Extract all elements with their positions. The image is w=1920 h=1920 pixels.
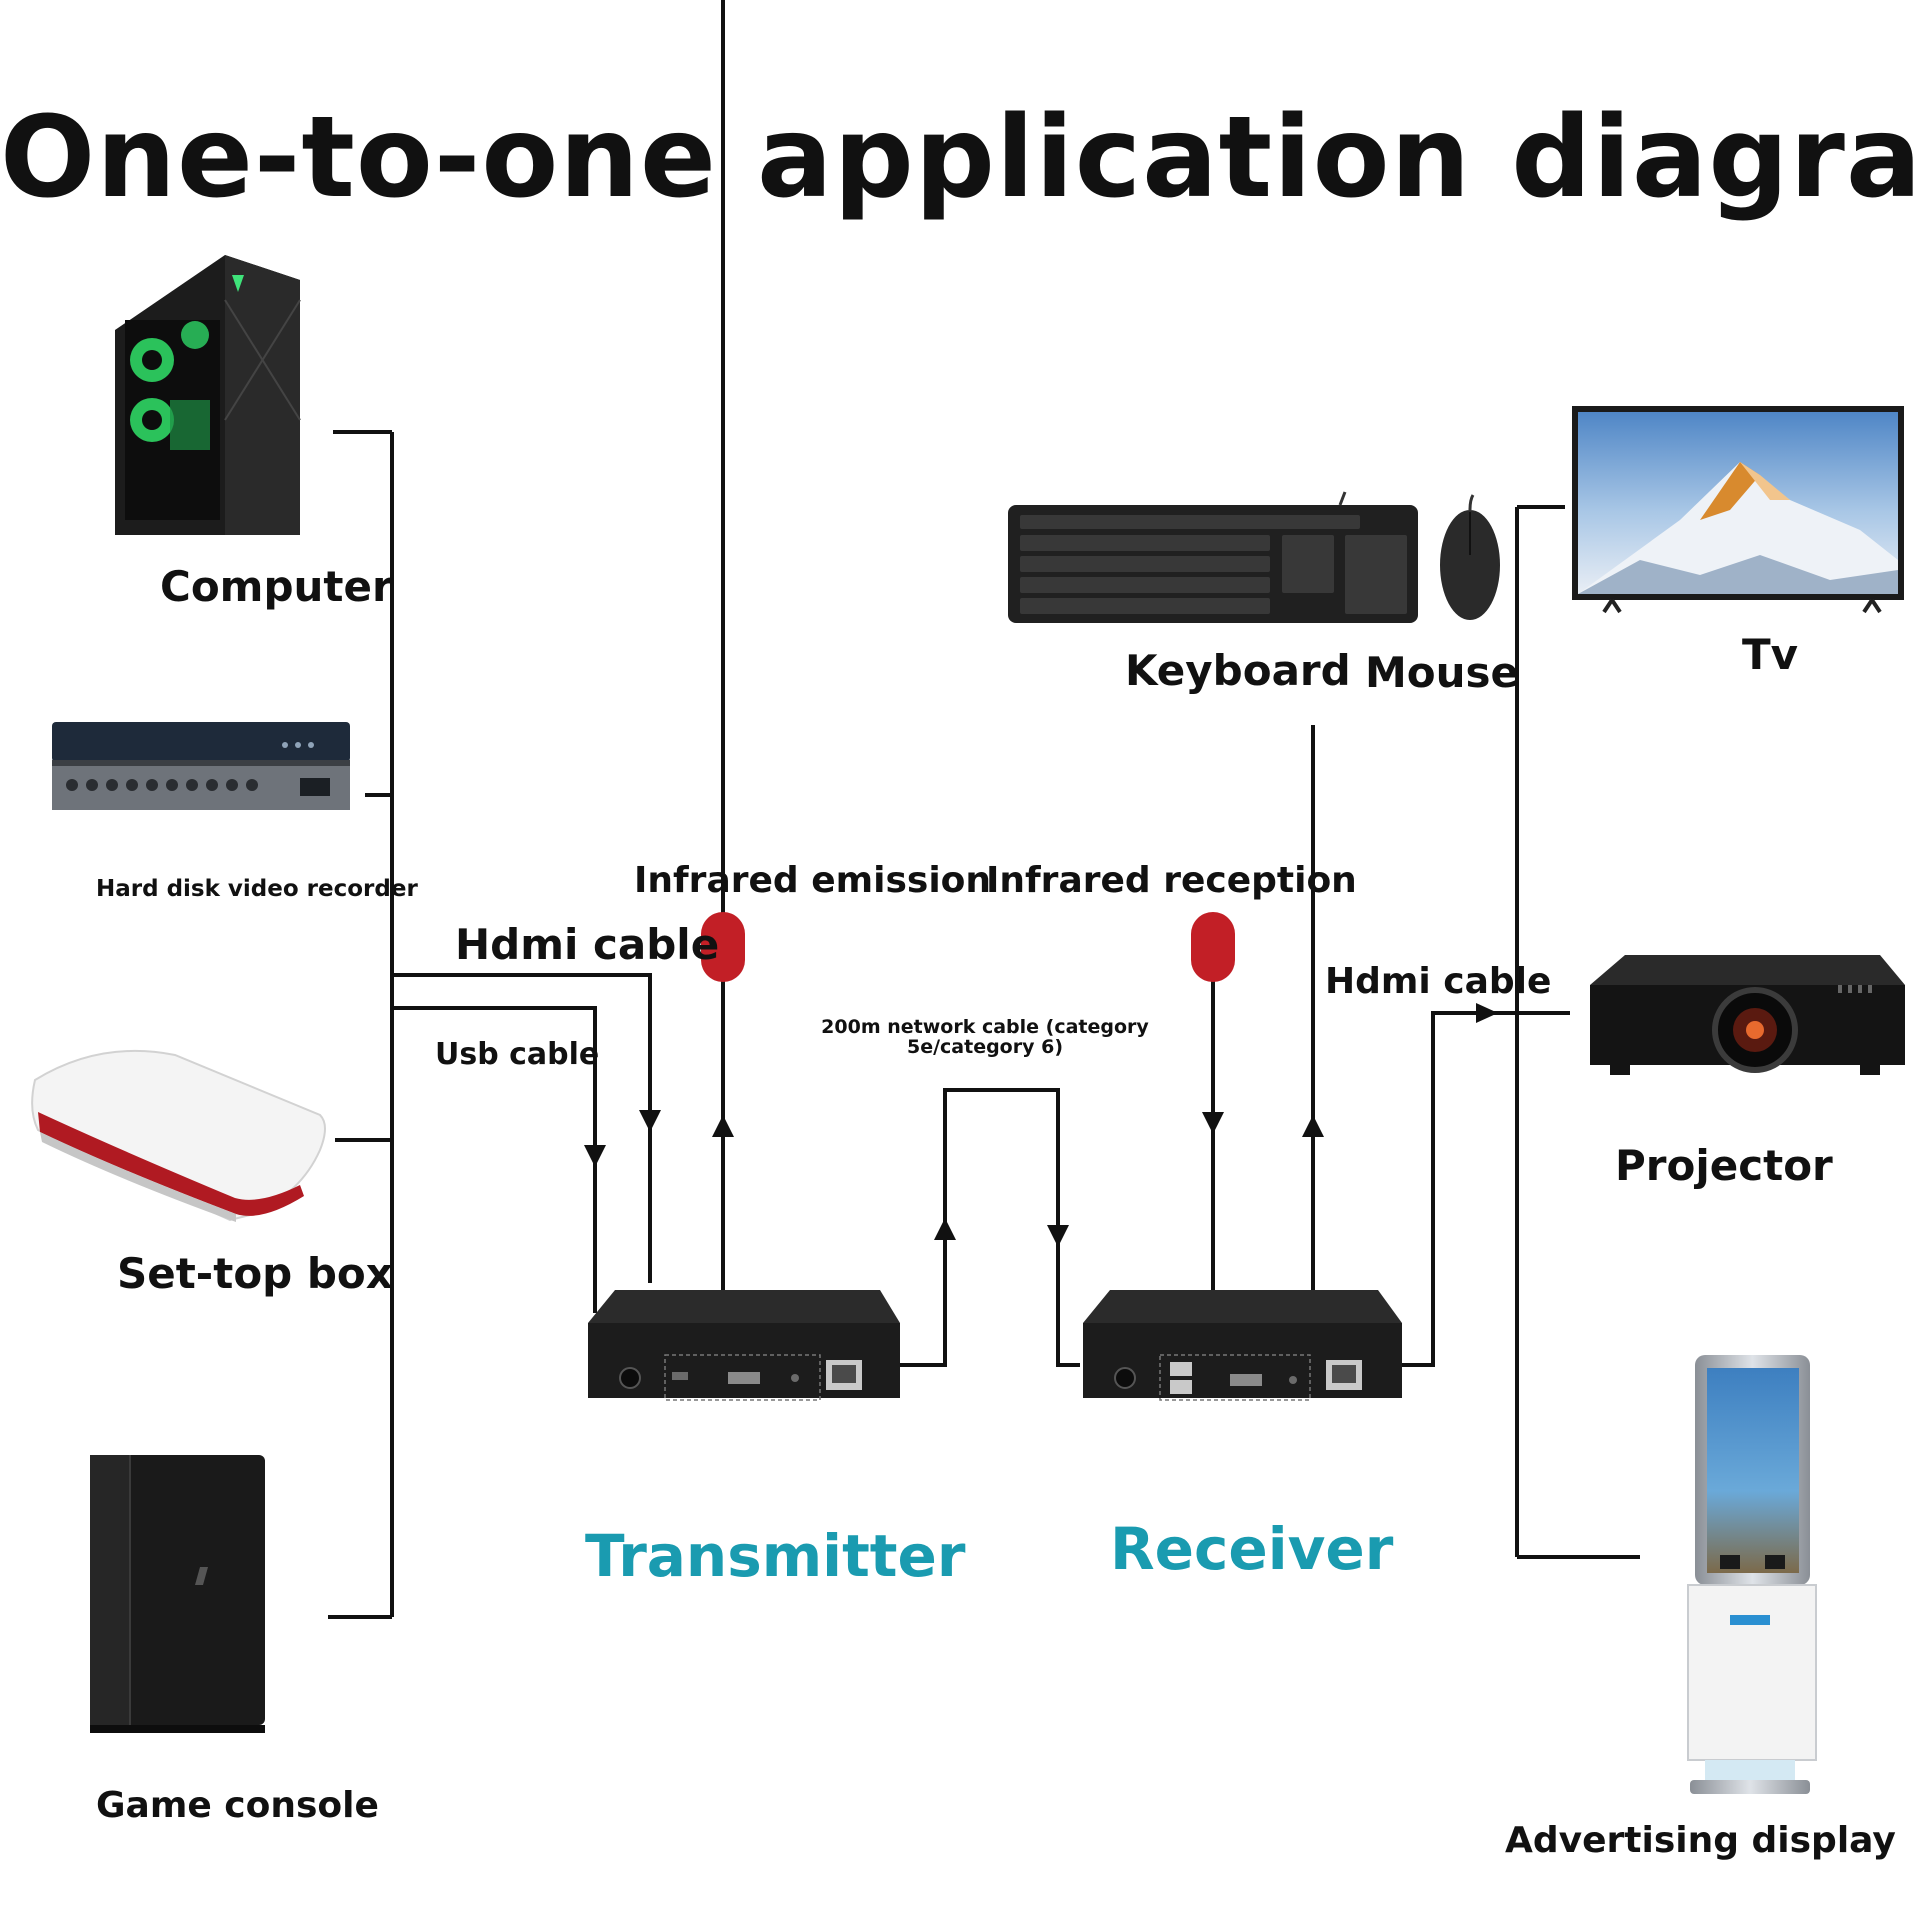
ir-emitter-icon bbox=[701, 912, 745, 982]
infrared-emission-label: Infrared emission bbox=[634, 860, 992, 901]
infrared-reception-label: Infrared reception bbox=[986, 860, 1357, 901]
projector-label: Projector bbox=[1615, 1141, 1833, 1190]
projector-icon bbox=[1590, 955, 1905, 1075]
game-console-icon bbox=[90, 1455, 265, 1733]
keyboard-label: Keyboard bbox=[1125, 646, 1351, 695]
set-top-box-label: Set-top box bbox=[117, 1249, 393, 1298]
hdmi-right-arrow bbox=[1476, 1003, 1498, 1023]
usb-cable-line bbox=[392, 1006, 597, 1313]
advertising-display-label: Advertising display bbox=[1505, 1820, 1896, 1861]
usb-arrow bbox=[584, 1145, 606, 1167]
hdmi-cable-left-line bbox=[392, 973, 652, 1283]
mouse-icon bbox=[1440, 494, 1500, 620]
peripheral-arrow bbox=[1302, 1115, 1324, 1137]
network-cable-line bbox=[900, 1088, 1080, 1367]
keyboard-icon bbox=[1008, 491, 1418, 623]
page-title: One-to-one application diagram bbox=[0, 93, 1920, 223]
dvr-label: Hard disk video recorder bbox=[96, 876, 418, 902]
arrow-heads bbox=[584, 1003, 1498, 1247]
transmitter-box-icon bbox=[588, 1290, 900, 1401]
network-cable-label: 200m network cable (category 5e/category… bbox=[821, 1016, 1149, 1058]
pc-tower-icon bbox=[115, 255, 301, 535]
mouse-label: Mouse bbox=[1365, 648, 1520, 697]
network-up-arrow bbox=[934, 1218, 956, 1240]
hdmi-left-arrow bbox=[639, 1110, 661, 1132]
game-console-label: Game console bbox=[96, 1785, 379, 1826]
receiver-box-icon bbox=[1083, 1290, 1402, 1401]
ir-receiver-icon bbox=[1191, 912, 1235, 982]
connector-lines bbox=[328, 0, 1640, 1619]
ir-reception-arrow bbox=[1202, 1112, 1224, 1134]
usb-cable-label: Usb cable bbox=[435, 1037, 600, 1072]
hdmi-cable-left-label: Hdmi cable bbox=[455, 920, 720, 969]
kiosk-icon bbox=[1687, 1355, 1817, 1794]
hdmi-cable-right-label: Hdmi cable bbox=[1325, 961, 1552, 1002]
tv-label: Tv bbox=[1742, 630, 1799, 679]
tv-icon bbox=[1572, 406, 1904, 614]
receiver-label: Receiver bbox=[1110, 1515, 1394, 1583]
transmitter-label: Transmitter bbox=[585, 1522, 966, 1590]
ir-emission-arrow bbox=[712, 1115, 734, 1137]
set-top-box-icon bbox=[31, 1049, 326, 1222]
dvr-icon bbox=[52, 722, 350, 810]
computer-label: Computer bbox=[160, 562, 393, 611]
hdmi-cable-right-line bbox=[1402, 1011, 1570, 1367]
network-down-arrow bbox=[1047, 1225, 1069, 1247]
